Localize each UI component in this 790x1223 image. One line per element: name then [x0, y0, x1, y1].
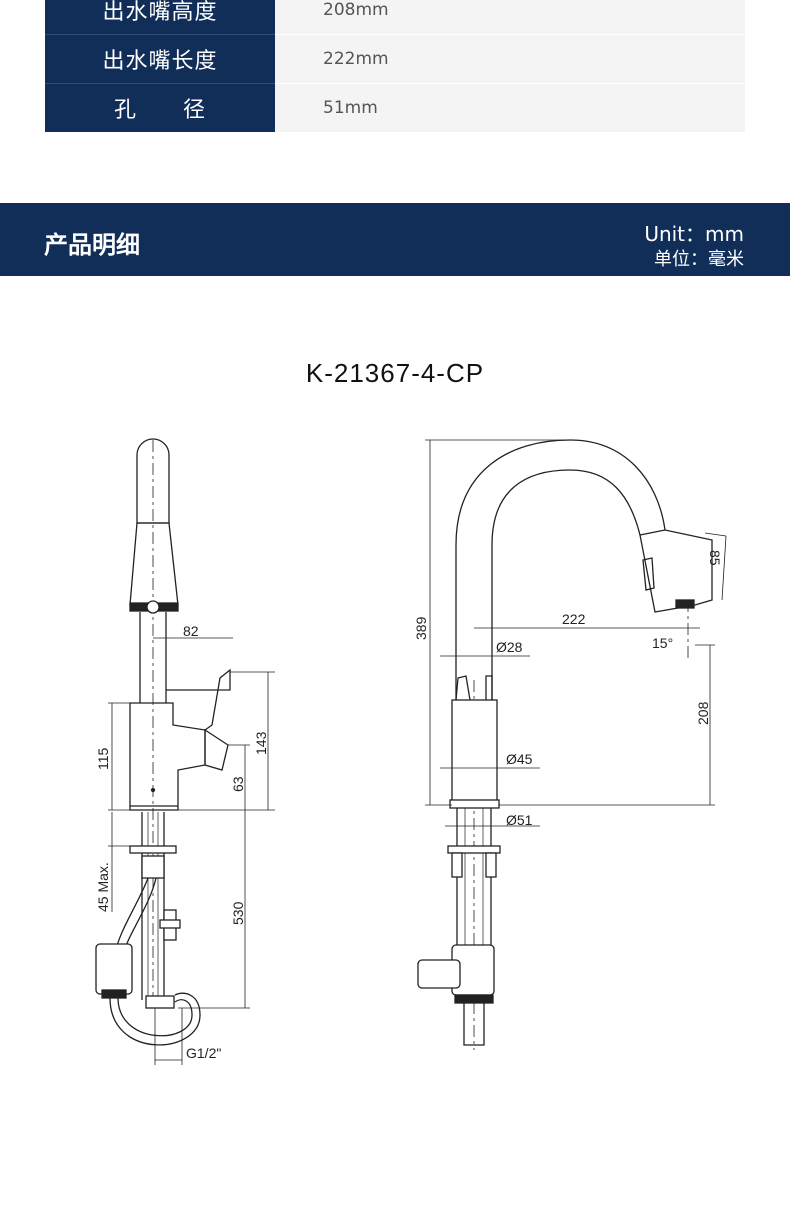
dim-label: 82 [183, 623, 199, 639]
unit-label-cn: 单位：毫米 [654, 249, 744, 270]
dim-label: 222 [562, 611, 586, 627]
dim-label: Ø51 [506, 812, 533, 828]
technical-drawing: 82 115 143 63 45 Max. 530 G1/2" 389 85 2… [95, 438, 727, 1065]
row-divider [45, 34, 275, 35]
dim-label: 530 [230, 901, 246, 925]
spec-label: 出水嘴长度 [45, 35, 275, 83]
dim-label: 389 [413, 616, 429, 640]
dim-label: 45 Max. [95, 862, 111, 912]
dim-label: Ø28 [496, 639, 523, 655]
side-view [417, 439, 727, 1050]
dim-label: 143 [253, 731, 269, 755]
dim-label: G1/2" [186, 1045, 221, 1061]
dim-label: 85 [707, 550, 723, 566]
dim-label: 15° [652, 635, 673, 651]
front-view [95, 438, 275, 1065]
row-divider [45, 83, 275, 84]
spec-label: 孔 径 [45, 84, 275, 132]
section-title: 产品明细 [44, 231, 140, 259]
spec-row-spout-length: 出水嘴长度 222mm [45, 35, 745, 83]
spec-value: 51mm [275, 84, 745, 132]
spec-value: 208mm [275, 0, 745, 34]
unit-label-en: Unit：mm [644, 222, 744, 246]
model-code: K-21367-4-CP [305, 358, 485, 388]
dim-label: 63 [230, 776, 246, 792]
section-banner: 产品明细 Unit：mm 单位：毫米 [0, 203, 790, 276]
dim-label: 208 [695, 701, 711, 725]
dim-label: Ø45 [506, 751, 533, 767]
spec-label: 出水嘴高度 [45, 0, 275, 34]
dim-label: 115 [95, 747, 111, 770]
spec-row-spout-height: 出水嘴高度 208mm [45, 0, 745, 34]
spec-value: 222mm [275, 35, 745, 83]
spec-row-hole-diameter: 孔 径 51mm [45, 84, 745, 132]
